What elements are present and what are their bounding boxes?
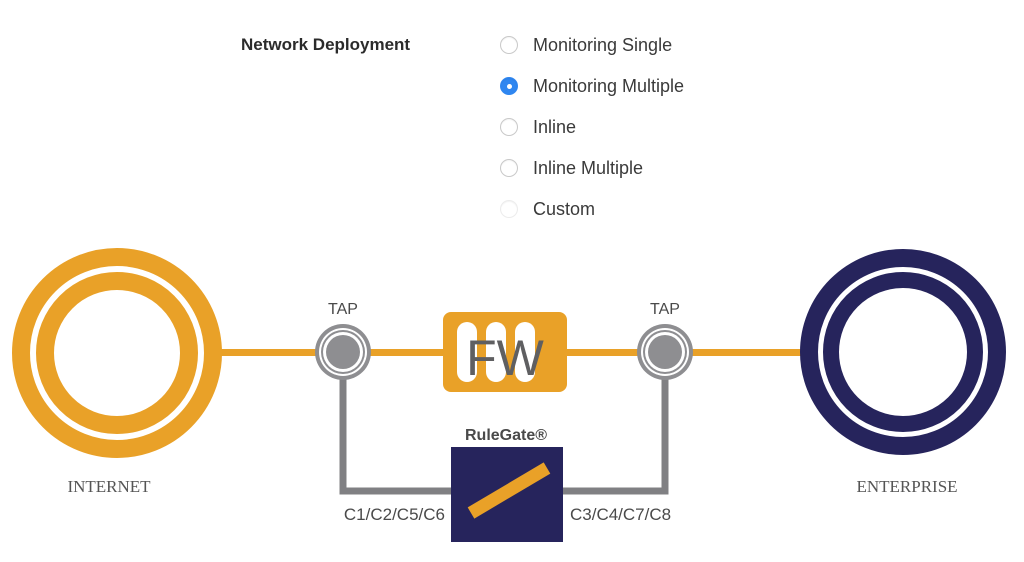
- firewall-slot-2: [486, 322, 506, 382]
- right-ports-label: C3/C4/C7/C8: [570, 505, 671, 524]
- radio-button-selected[interactable]: [500, 77, 518, 95]
- left-ports-label: C1/C2/C5/C6: [344, 505, 445, 524]
- tap-right-label: TAP: [650, 301, 680, 318]
- rulegate-label: RuleGate®: [465, 427, 547, 444]
- internet-inner-ring: [36, 272, 198, 434]
- enterprise-node: [800, 249, 1006, 455]
- tap-left-label: TAP: [328, 301, 358, 318]
- firewall-slot-3: [515, 322, 535, 382]
- firewall-node: FW: [443, 312, 567, 392]
- rulegate-node: [451, 447, 563, 542]
- network-deployment-label: Network Deployment: [241, 35, 411, 54]
- internet-node: [12, 248, 222, 458]
- tap-right-node: [637, 324, 693, 380]
- radio-monitoring-multiple[interactable]: Monitoring Multiple: [500, 74, 684, 98]
- radio-button[interactable]: [500, 36, 518, 54]
- radio-button-disabled[interactable]: [500, 200, 518, 218]
- radio-inline-multiple[interactable]: Inline Multiple: [500, 156, 643, 180]
- enterprise-outer-ring: [800, 249, 1006, 455]
- right-monitor-line: [560, 378, 669, 495]
- radio-button[interactable]: [500, 118, 518, 136]
- radio-button[interactable]: [500, 159, 518, 177]
- internet-gap-ring: [31, 267, 203, 439]
- firewall-slot-1: [457, 322, 477, 382]
- tap-left-node: [315, 324, 371, 380]
- enterprise-label: ENTERPRISE: [856, 477, 957, 496]
- radio-label: Inline Multiple: [533, 157, 644, 178]
- enterprise-gap-ring: [818, 267, 988, 437]
- rulegate-switch-icon: [467, 462, 551, 519]
- tap-left-core: [326, 335, 360, 369]
- firewall-label: FW: [466, 330, 545, 386]
- tap-right-core: [648, 335, 682, 369]
- radio-monitoring-single[interactable]: Monitoring Single: [500, 33, 672, 57]
- radio-label: Monitoring Single: [533, 34, 673, 55]
- radio-custom[interactable]: Custom: [500, 197, 595, 221]
- network-deployment-form: Network Deployment Monitoring Single Mon…: [0, 0, 1024, 230]
- radio-label: Custom: [533, 198, 596, 219]
- internet-outer-ring: [12, 248, 222, 458]
- left-monitor-line: [339, 378, 455, 495]
- radio-label: Inline: [533, 116, 577, 137]
- internet-label: INTERNET: [67, 477, 151, 496]
- radio-inline[interactable]: Inline: [500, 115, 576, 139]
- radio-label: Monitoring Multiple: [533, 75, 685, 96]
- enterprise-inner-ring: [823, 272, 983, 432]
